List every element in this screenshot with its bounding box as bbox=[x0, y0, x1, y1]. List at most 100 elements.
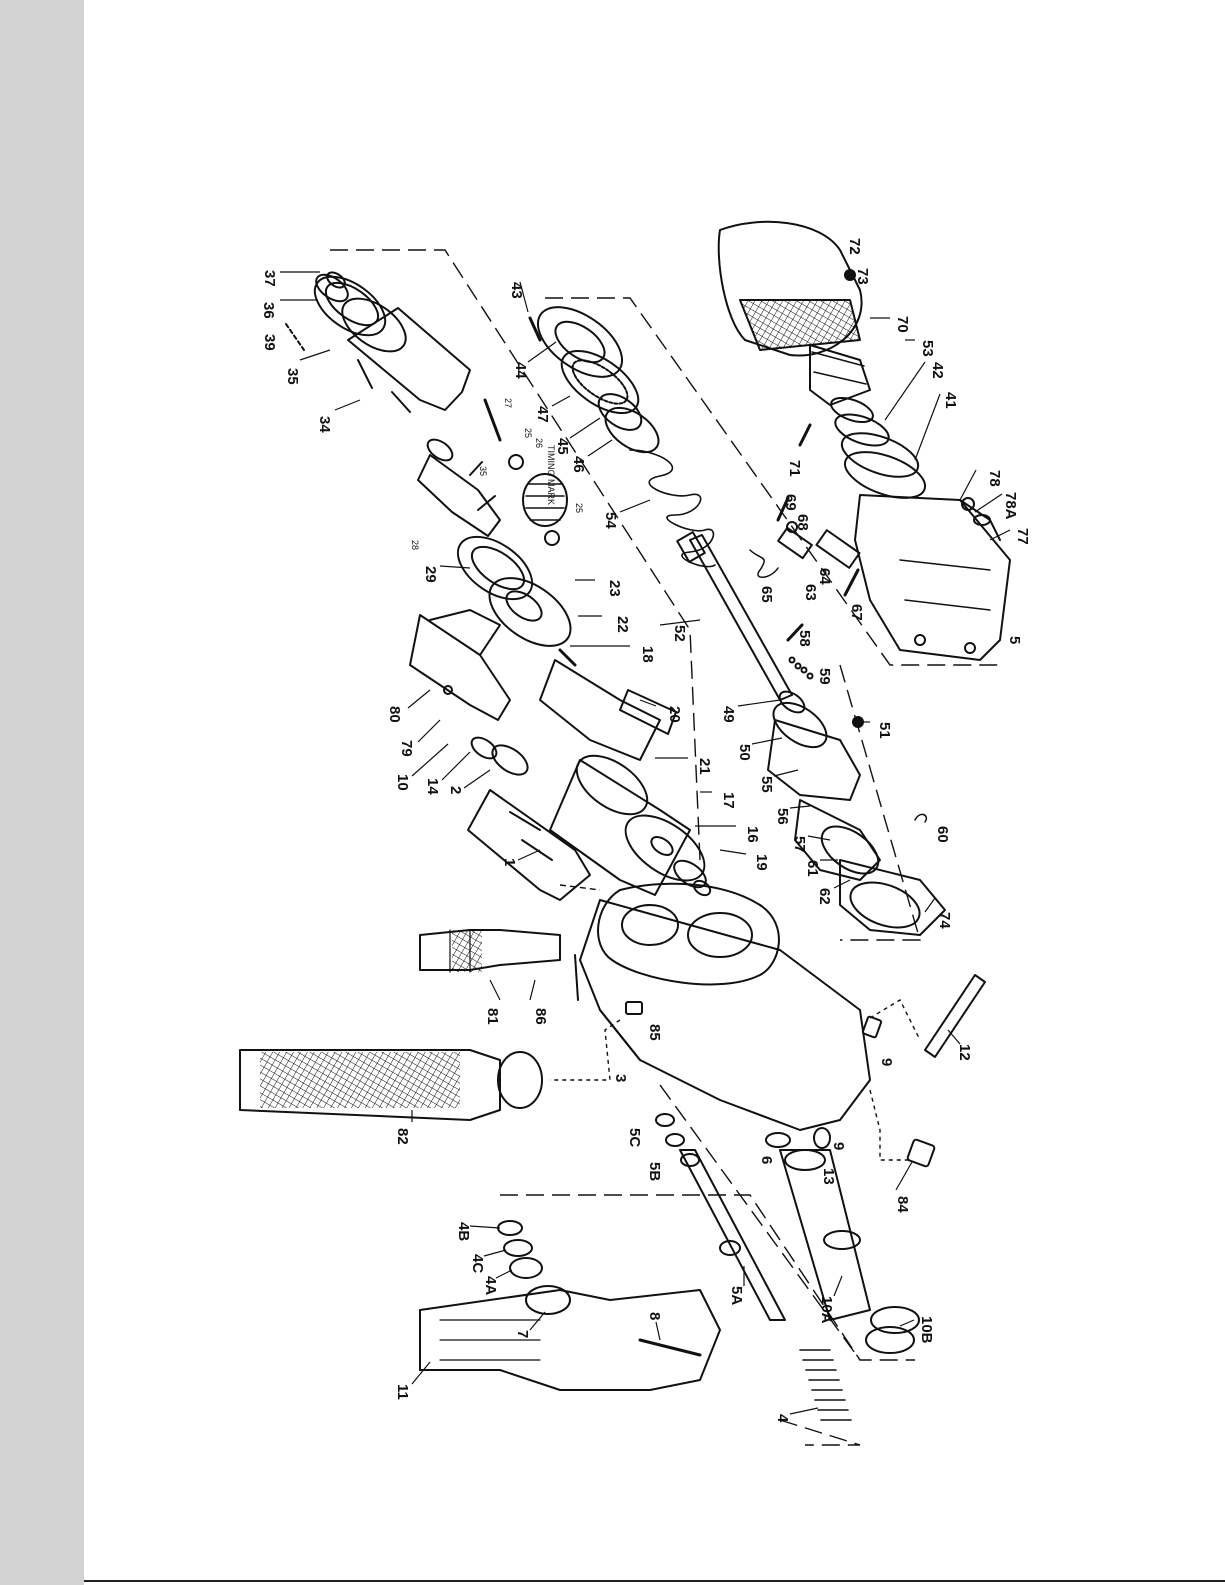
part-5b-5c-washers bbox=[656, 1114, 684, 1146]
callout-10: 10 bbox=[394, 774, 411, 791]
part-49-washer bbox=[776, 687, 808, 716]
callout-58: 58 bbox=[796, 630, 813, 647]
callout-59: 59 bbox=[816, 668, 833, 685]
callout-55: 55 bbox=[758, 776, 775, 793]
part-28-spindle bbox=[418, 435, 500, 536]
part-21-cylinder bbox=[550, 744, 690, 895]
part-81-86-inlet-bushing bbox=[420, 930, 560, 972]
callout-35: 35 bbox=[284, 368, 301, 385]
callout-1: 1 bbox=[501, 858, 518, 866]
part-39-pin bbox=[286, 324, 304, 350]
part-26-gear bbox=[523, 474, 567, 526]
callout-9-a: 9 bbox=[878, 1058, 895, 1066]
part-60-clip bbox=[915, 814, 926, 822]
callout-46: 46 bbox=[570, 456, 587, 473]
callout-3: 3 bbox=[612, 1074, 629, 1082]
part-71-pin bbox=[800, 425, 810, 445]
callout-27: 27 bbox=[503, 398, 513, 408]
callout-9-b: 9 bbox=[830, 1142, 847, 1150]
callout-57: 57 bbox=[791, 836, 808, 853]
part-3-motor-housing bbox=[575, 884, 870, 1130]
callout-45: 45 bbox=[554, 438, 571, 455]
part-44-plate bbox=[526, 293, 634, 391]
callout-12: 12 bbox=[956, 1044, 973, 1061]
callout-35-small: 35 bbox=[478, 466, 488, 476]
callout-18: 18 bbox=[639, 646, 656, 663]
callout-84: 84 bbox=[894, 1196, 911, 1213]
callout-42: 42 bbox=[929, 362, 946, 379]
part-79-80-handle-cover bbox=[410, 610, 510, 720]
callout-25-a: 25 bbox=[523, 428, 533, 438]
callout-19: 19 bbox=[753, 854, 770, 871]
callout-2: 2 bbox=[447, 786, 464, 794]
callout-4A: 4A bbox=[482, 1276, 499, 1295]
callout-49: 49 bbox=[720, 706, 737, 723]
callout-5C: 5C bbox=[626, 1128, 643, 1147]
callout-85: 85 bbox=[646, 1024, 663, 1041]
callout-23: 23 bbox=[606, 580, 623, 597]
callout-10A: 10A bbox=[818, 1296, 835, 1324]
callout-67: 67 bbox=[848, 604, 865, 621]
callout-41: 41 bbox=[942, 392, 959, 409]
part-72-knurled-nut bbox=[719, 222, 862, 356]
part-73-ball bbox=[845, 270, 855, 280]
part-67-pin bbox=[845, 570, 858, 595]
callout-5B: 5B bbox=[646, 1162, 663, 1181]
part-34-clutch-housing bbox=[333, 288, 470, 412]
part-65-spring-clip bbox=[750, 550, 778, 577]
callout-50: 50 bbox=[736, 744, 753, 761]
part-85-fitting bbox=[626, 1002, 642, 1014]
part-5-nose-housing bbox=[855, 495, 1010, 660]
callout-7: 7 bbox=[514, 1330, 531, 1338]
part-25-pin-a bbox=[509, 455, 523, 469]
callout-4C: 4C bbox=[469, 1254, 486, 1273]
part-10b-o-rings bbox=[866, 1307, 919, 1353]
callout-54: 54 bbox=[602, 512, 619, 529]
part-number-callouts: 37 36 39 35 34 27 25 26 TIMING MARK 25 2… bbox=[260, 238, 1031, 1423]
part-11-7-handle bbox=[420, 1286, 720, 1390]
part-82-grip bbox=[240, 1050, 542, 1120]
part-4a-4b-4c-nut bbox=[498, 1221, 542, 1278]
callout-72: 72 bbox=[846, 238, 863, 255]
callout-5: 5 bbox=[1006, 636, 1023, 644]
part-59-balls bbox=[790, 658, 813, 679]
callout-56: 56 bbox=[774, 808, 791, 825]
callout-20: 20 bbox=[666, 706, 683, 723]
callout-73: 73 bbox=[854, 268, 871, 285]
callout-77: 77 bbox=[1014, 528, 1031, 545]
callout-78: 78 bbox=[986, 470, 1003, 487]
callout-81: 81 bbox=[484, 1008, 501, 1025]
part-17-end-plate bbox=[614, 803, 715, 894]
part-12-screw bbox=[925, 975, 985, 1057]
callout-62: 62 bbox=[816, 888, 833, 905]
callout-21: 21 bbox=[696, 758, 713, 775]
callout-4: 4 bbox=[774, 1414, 791, 1423]
callout-28: 28 bbox=[410, 540, 420, 550]
part-50-55-clutch bbox=[766, 694, 860, 800]
callout-36: 36 bbox=[260, 302, 277, 319]
callout-44: 44 bbox=[512, 362, 529, 379]
callout-13: 13 bbox=[820, 1168, 837, 1185]
callout-60: 60 bbox=[934, 826, 951, 843]
callout-63: 63 bbox=[802, 584, 819, 601]
callout-22: 22 bbox=[614, 616, 631, 633]
part-16-19-bearing bbox=[670, 855, 713, 898]
part-18-rotor bbox=[540, 650, 660, 760]
part-9-bushing-b bbox=[814, 1128, 830, 1148]
part-4-spring bbox=[800, 1350, 851, 1420]
part-25-pin-b bbox=[545, 531, 559, 545]
callout-70: 70 bbox=[894, 316, 911, 333]
callout-10B: 10B bbox=[918, 1316, 935, 1344]
callout-17: 17 bbox=[720, 792, 737, 809]
part-22-23-bearing-plate bbox=[477, 564, 582, 659]
part-63-64-trigger-link bbox=[778, 528, 859, 568]
callout-64: 64 bbox=[816, 568, 833, 585]
callout-69: 69 bbox=[782, 494, 799, 511]
callout-74: 74 bbox=[936, 912, 953, 929]
callout-82: 82 bbox=[394, 1128, 411, 1145]
part-8-pin bbox=[640, 1340, 700, 1355]
callout-25-b: 25 bbox=[574, 503, 584, 513]
callout-16: 16 bbox=[744, 826, 761, 843]
assembly-leader-lines bbox=[330, 250, 1000, 1445]
callout-71: 71 bbox=[786, 460, 803, 477]
